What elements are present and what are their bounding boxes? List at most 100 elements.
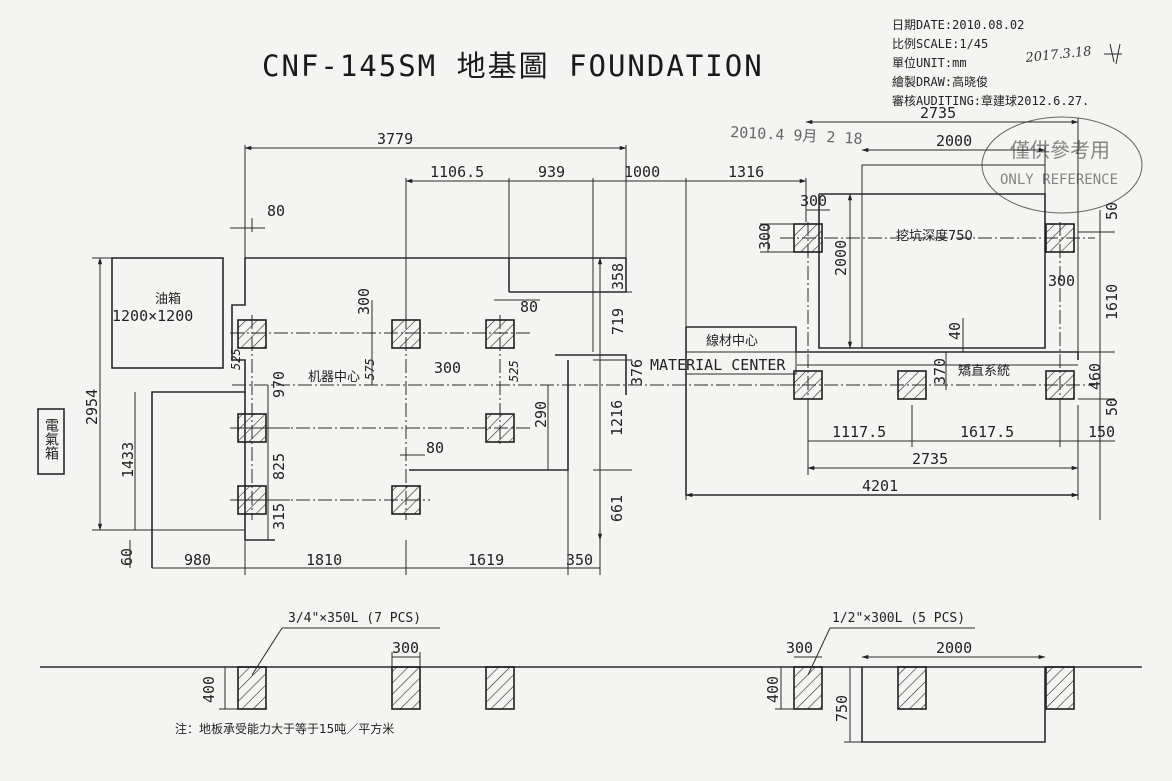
dim-label: 2735: [912, 450, 948, 468]
dim-label: 370: [931, 358, 949, 385]
dim-label: 300: [434, 359, 461, 377]
section-pier: [237, 666, 267, 710]
reference-stamp-text-en: ONLY REFERENCE: [1000, 172, 1118, 188]
section-dimension-texts: 300 400 300 400 750 2000 3/4"×350L (7 PC…: [175, 611, 972, 736]
dim-label: 1617.5: [960, 423, 1014, 441]
dim-label: 1810: [306, 551, 342, 569]
dim-label: 50: [1103, 398, 1121, 416]
dim-label: 376: [628, 359, 646, 386]
anchor-pier: [793, 370, 823, 400]
anchor-pier: [1045, 370, 1075, 400]
dim-label: 1216: [608, 400, 626, 436]
dim-label: 300: [786, 639, 813, 657]
dim-label: 80: [267, 202, 285, 220]
dim-label: 4201: [862, 477, 898, 495]
anchor-bolt-spec-right: 1/2"×300L (5 PCS): [832, 611, 965, 626]
floor-capacity-note: 注：地板承受能力大于等于15吨／平方米: [175, 721, 394, 736]
pit-depth-label: 挖坑深度750: [896, 228, 973, 244]
anchor-pier: [237, 319, 267, 349]
section-pier: [391, 666, 421, 710]
dimension-texts: 3779 1106.5 939 1000 1316 2735 2000 80 3…: [83, 104, 1121, 569]
anchor-pier: [485, 319, 515, 349]
dim-label: 3779: [377, 130, 413, 148]
dim-label: 358: [609, 263, 627, 290]
dim-label: 2000: [936, 132, 972, 150]
dim-label: 290: [532, 401, 550, 428]
dim-label: 575: [363, 358, 377, 380]
draw-field: 繪製DRAW:高晓俊: [892, 74, 988, 89]
anchor-bolt-spec-left: 3/4"×350L (7 PCS): [288, 611, 421, 626]
dim-label: 300: [800, 192, 827, 210]
dim-label: 2735: [920, 104, 956, 122]
dim-label: 1000: [624, 163, 660, 181]
dim-label: 300: [756, 223, 774, 250]
dim-label: 80: [520, 298, 538, 316]
dim-label: 400: [764, 676, 782, 703]
oil-tank: [111, 257, 224, 369]
section-pier: [485, 666, 515, 710]
straightening-system-label: 矯直系統: [958, 364, 1010, 379]
oil-tank-size: 1200×1200: [112, 307, 193, 325]
dim-label: 1610: [1103, 284, 1121, 320]
dim-label: 400: [200, 676, 218, 703]
dim-label: 719: [609, 308, 627, 335]
material-center-cn: 線材中心: [706, 333, 758, 349]
dim-label: 661: [608, 495, 626, 522]
electric-box: 電氣箱: [37, 408, 65, 475]
anchor-pier: [391, 319, 421, 349]
drawing-title: CNF-145SM 地基圖 FOUNDATION: [262, 49, 764, 83]
dim-label: 1106.5: [430, 163, 484, 181]
anchor-pier: [485, 413, 515, 443]
dim-label: 2954: [83, 389, 101, 425]
dim-label: 80: [426, 439, 444, 457]
dimension-lines: [92, 118, 1115, 575]
anchor-pier: [793, 223, 823, 253]
handwritten-date: 2017.3.18: [1024, 44, 1092, 66]
electric-box-label: 電氣箱: [43, 418, 59, 460]
date-field: 日期DATE:2010.08.02: [892, 18, 1024, 32]
unit-field: 單位UNIT:mm: [892, 55, 967, 70]
anchor-pier: [391, 485, 421, 515]
section-pier: [1045, 666, 1075, 710]
dim-label: 40: [946, 322, 964, 340]
anchor-piers-section: [237, 666, 1075, 743]
scale-field: 比例SCALE:1/45: [892, 37, 988, 51]
material-center-label: MATERIAL CENTER: [650, 356, 786, 374]
dim-label: 825: [270, 453, 288, 480]
auditing-field: 審核AUDITING:章建球2012.6.27.: [892, 93, 1089, 108]
dim-label: 525: [507, 360, 521, 382]
dim-label: 315: [270, 503, 288, 530]
dim-label: 1117.5: [832, 423, 886, 441]
title-block: 日期DATE:2010.08.02 比例SCALE:1/45 單位UNIT:mm…: [892, 18, 1122, 108]
section-pier: [793, 666, 823, 710]
dim-label: 460: [1086, 363, 1104, 390]
dim-label: 300: [1048, 272, 1075, 290]
dim-label: 1316: [728, 163, 764, 181]
machine-center-label: 机器中心: [308, 370, 360, 385]
oil-tank-label: 油箱: [155, 291, 181, 307]
dim-label: 350: [566, 551, 593, 569]
pit-outline: [861, 164, 1046, 349]
pit-section: [861, 667, 1046, 743]
dim-label: 300: [355, 288, 373, 315]
dim-label: 60: [118, 548, 136, 566]
dim-label: 525: [229, 348, 243, 370]
dim-label: 300: [392, 639, 419, 657]
dim-label: 150: [1088, 423, 1115, 441]
dim-label: 970: [270, 371, 288, 398]
anchor-pier: [897, 370, 927, 400]
dim-label: 939: [538, 163, 565, 181]
signature-mark: [1104, 43, 1122, 65]
dim-label: 980: [184, 551, 211, 569]
dim-label: 1433: [119, 442, 137, 478]
dim-label: 2000: [832, 240, 850, 276]
section-pier: [897, 666, 927, 710]
anchor-pier: [1045, 223, 1075, 253]
dim-label: 50: [1103, 202, 1121, 220]
straightener-outline: [685, 164, 1079, 496]
dim-label: 750: [833, 695, 851, 722]
section-dimension-lines: [219, 627, 1046, 743]
dim-label: 1619: [468, 551, 504, 569]
reference-stamp: 僅供參考用 ONLY REFERENCE: [981, 116, 1143, 214]
